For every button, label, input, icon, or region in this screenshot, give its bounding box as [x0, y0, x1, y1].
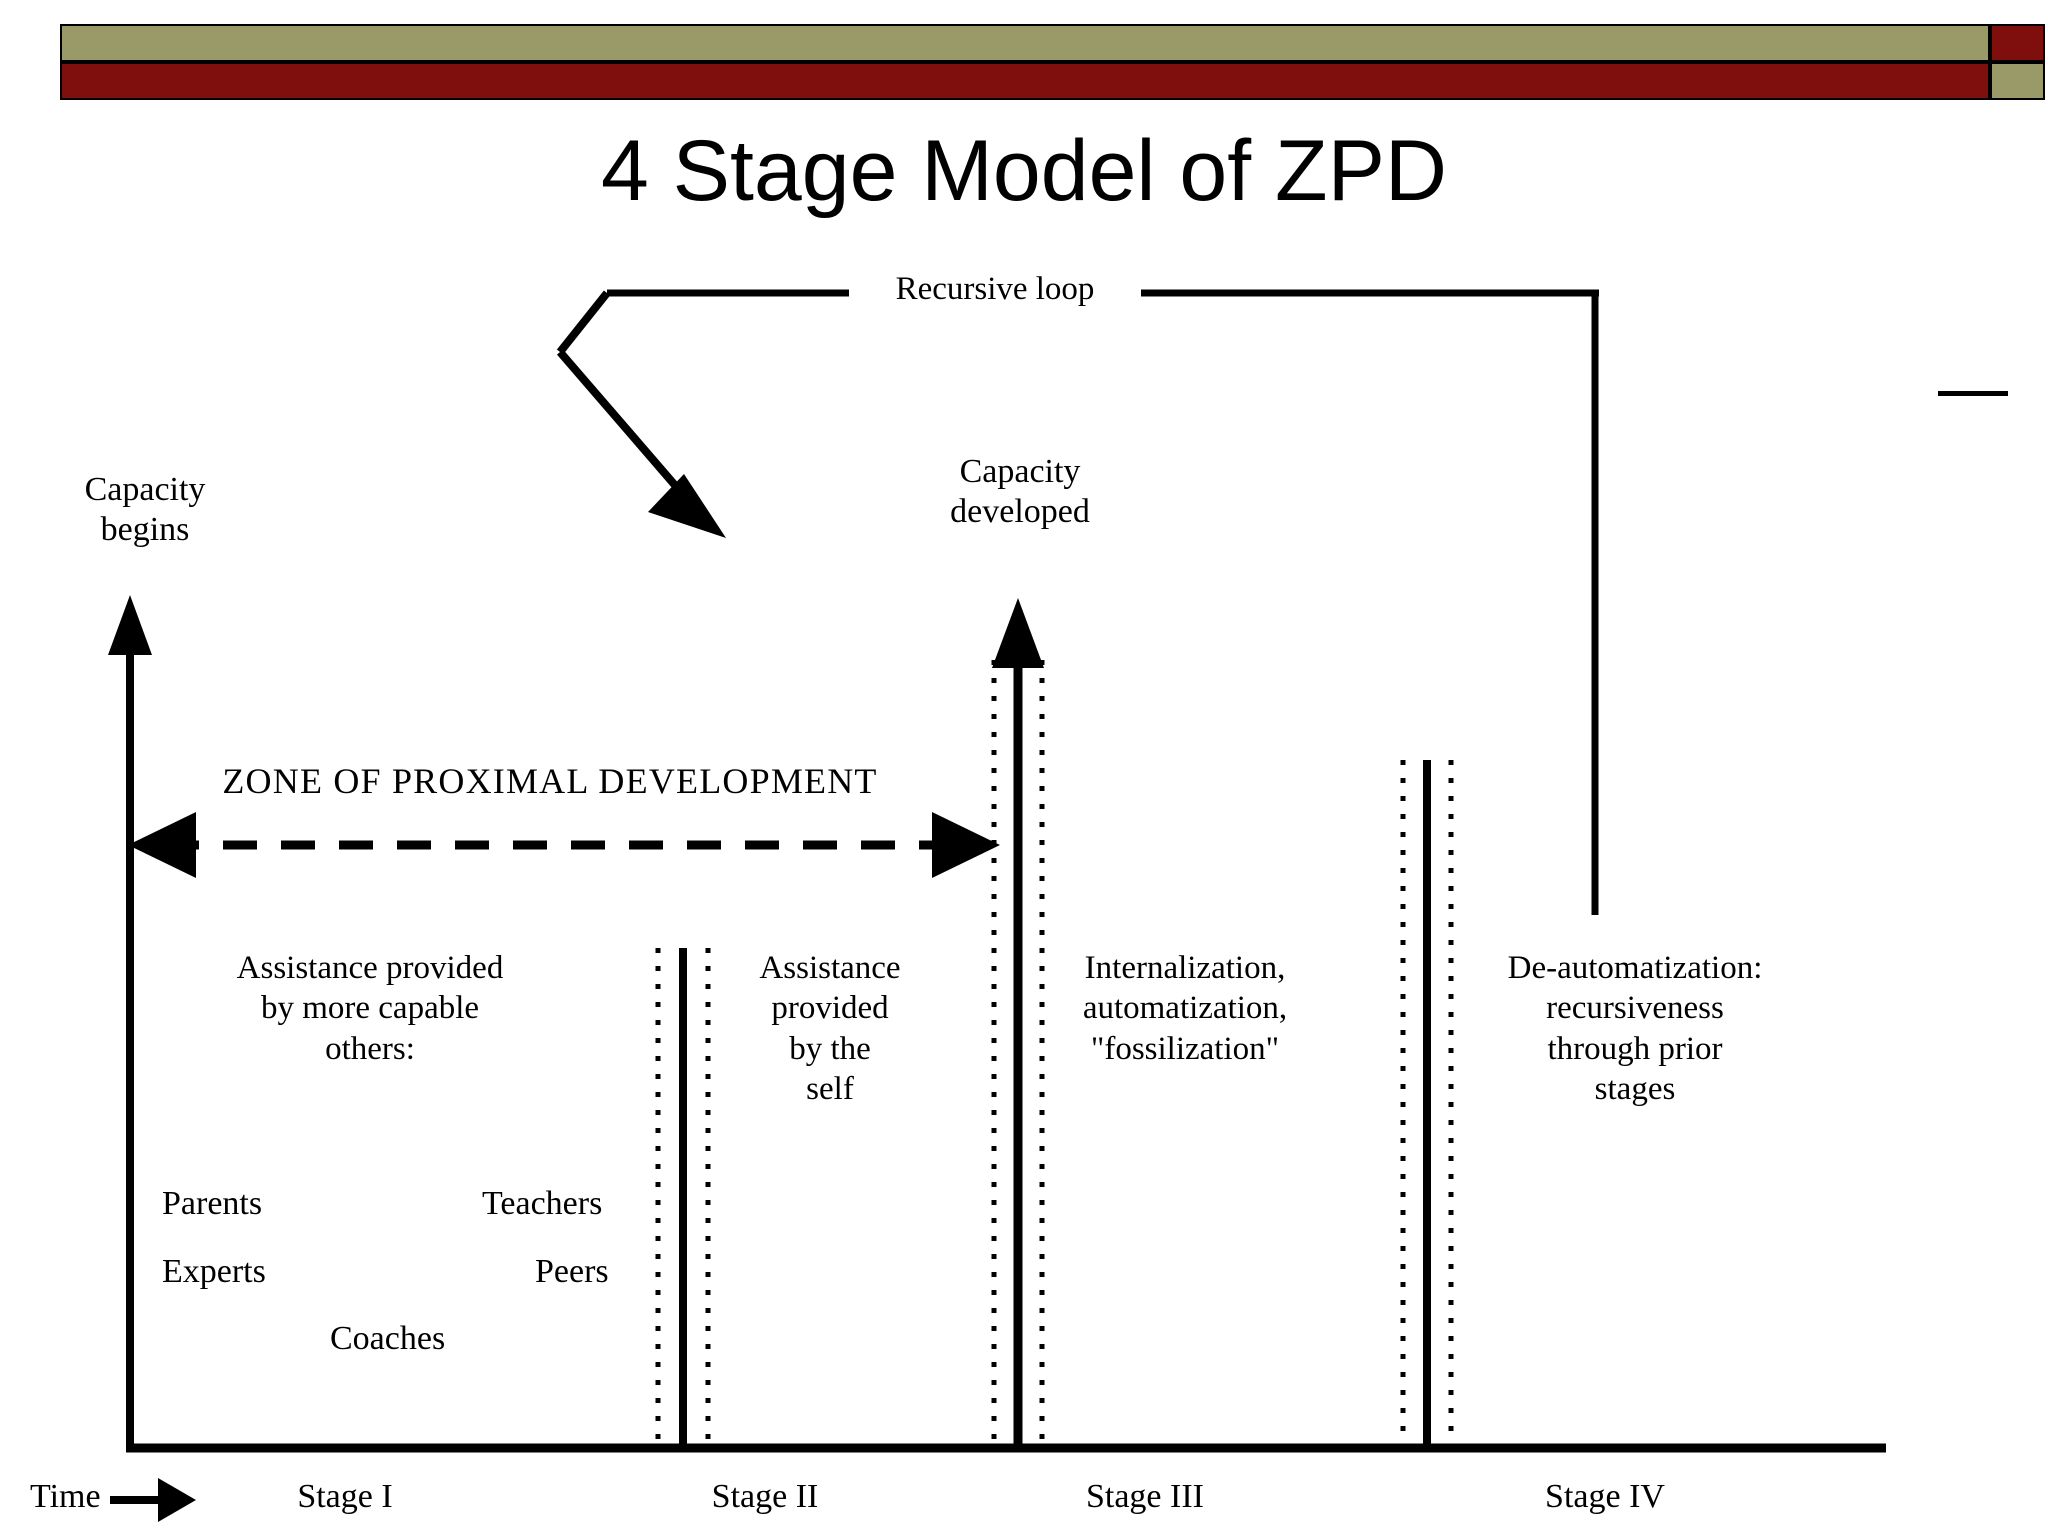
decorative-banner [60, 24, 2045, 100]
stage-tick-2: Stage II [711, 1478, 819, 1515]
banner-band-olive-long [60, 24, 1990, 62]
stage-3-body: Internalization, automatization, "fossil… [1082, 950, 1288, 1067]
banner-block-olive-small [1990, 62, 2045, 100]
time-axis-label: Time [30, 1478, 101, 1515]
banner-band-red-long [60, 62, 1990, 100]
stage-divider-1 [655, 948, 711, 1446]
stage-tick-4: Stage IV [1545, 1478, 1665, 1515]
stage-divider-3 [1400, 760, 1454, 1446]
role-experts: Experts [162, 1253, 266, 1290]
slide-title: 4 Stage Model of ZPD [600, 123, 1448, 219]
capacity-begins-label: Capacity begins [84, 471, 206, 549]
stage-1-body: Assistance provided by more capable othe… [236, 950, 504, 1067]
role-coaches: Coaches [330, 1320, 446, 1357]
zpd-double-arrow [128, 812, 1000, 878]
y-axis [108, 595, 152, 1448]
zone-of-proximal-development-label: ZONE OF PROXIMAL DEVELOPMENT [222, 761, 878, 801]
stage-tick-3: Stage III [1085, 1478, 1204, 1515]
recursive-loop-label: Recursive loop [849, 270, 1141, 309]
stage-4-body: De-automatization: recursiveness through… [1507, 950, 1763, 1107]
stray-dash-mark [1938, 391, 2008, 396]
role-parents: Parents [162, 1185, 263, 1222]
stage-2-body: Assistance provided by the self [759, 950, 901, 1107]
time-arrow [110, 1478, 196, 1522]
capacity-developed-arrow [991, 598, 1045, 1446]
recursive-loop-path [556, 289, 1599, 915]
stage-tick-1: Stage I [297, 1478, 393, 1515]
banner-block-red-small [1990, 24, 2045, 62]
capacity-developed-label: Capacity developed [950, 453, 1090, 531]
role-peers: Peers [535, 1253, 609, 1290]
role-teachers: Teachers [482, 1185, 603, 1222]
